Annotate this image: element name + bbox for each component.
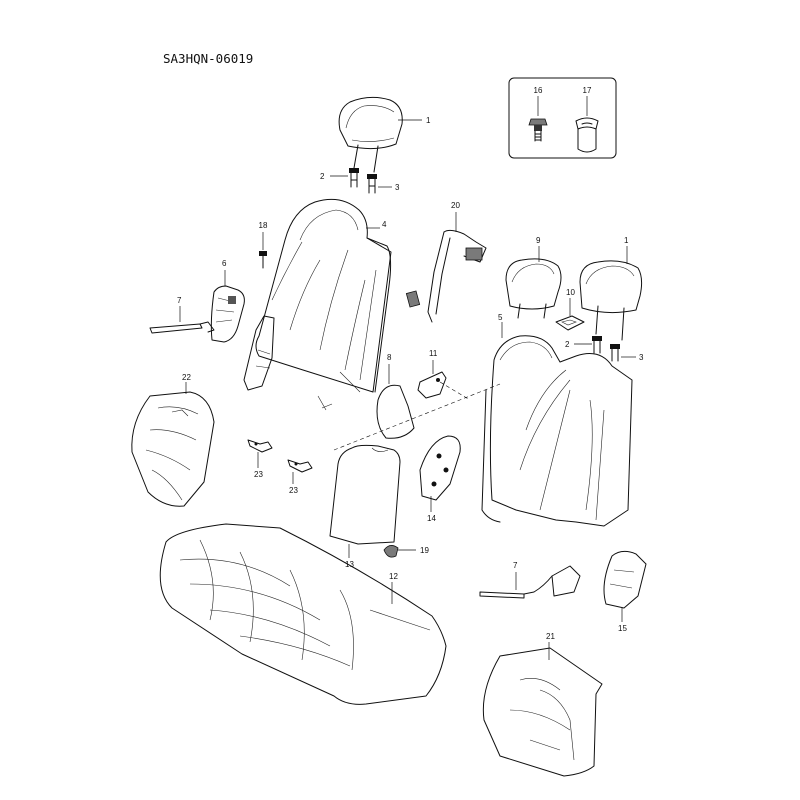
callout-7-right: 7	[513, 561, 518, 570]
release-strap-part-7-left	[149, 321, 215, 334]
side-bracket-part-6	[210, 285, 245, 343]
callout-14: 14	[427, 514, 436, 523]
callout-9: 9	[536, 236, 541, 245]
headrest-guide-part-3-upper	[367, 174, 377, 194]
seatback-panel-part-13	[329, 444, 401, 545]
callout-1-right: 1	[624, 236, 629, 245]
side-cover-part-15	[603, 550, 647, 609]
bolt-part-16	[528, 118, 548, 142]
hook-part-23-b	[287, 459, 313, 473]
hook-part-23-a	[247, 439, 273, 453]
seat-belt-part-20	[405, 229, 487, 323]
side-panel-part-8	[376, 384, 415, 439]
callout-23-a: 23	[254, 470, 263, 479]
seat-cushion-part-12	[159, 523, 447, 705]
back-cover-part-22	[131, 391, 215, 507]
callout-22: 22	[182, 373, 191, 382]
headrest-center-part-9	[505, 258, 562, 319]
callout-2-upper: 2	[320, 172, 325, 181]
callout-18: 18	[259, 221, 268, 230]
headrest-guide-part-2-right	[592, 336, 602, 354]
seatback-right-part-5	[481, 335, 633, 527]
callout-2-right: 2	[565, 340, 570, 349]
hinge-bracket-part-14	[419, 435, 461, 501]
callout-3-upper: 3	[395, 183, 400, 192]
headrest-guide-part-2-upper	[349, 168, 359, 188]
callout-12: 12	[389, 572, 398, 581]
back-panel-part-21	[482, 647, 603, 777]
fastener-inset-box: 16 17	[508, 77, 617, 159]
headrest-upper-part-1	[338, 96, 403, 173]
callout-23-b: 23	[289, 486, 298, 495]
clip-part-17	[575, 117, 599, 153]
callout-13: 13	[345, 560, 354, 569]
callout-17: 17	[583, 86, 592, 95]
seatback-left-part-4	[255, 198, 392, 411]
release-strap-part-7-right	[479, 565, 581, 599]
diagram-code: SA3HQN-06019	[163, 51, 253, 66]
callout-20: 20	[451, 201, 460, 210]
callout-8: 8	[387, 353, 392, 362]
callout-7-left: 7	[177, 296, 182, 305]
callout-6: 6	[222, 259, 227, 268]
callout-5: 5	[498, 313, 503, 322]
headrest-right-part-1	[579, 260, 643, 341]
callout-11: 11	[429, 349, 438, 358]
callout-16: 16	[534, 86, 543, 95]
cover-part-11	[417, 371, 447, 399]
clip-part-19	[383, 545, 399, 558]
callout-3-right: 3	[639, 353, 644, 362]
screw-part-18	[259, 251, 267, 269]
callout-21: 21	[546, 632, 555, 641]
callout-15: 15	[618, 624, 627, 633]
bezel-part-10	[555, 315, 585, 331]
seatback-hinge-frame	[243, 315, 275, 391]
headrest-guide-part-3-right	[610, 344, 620, 362]
callout-4: 4	[382, 220, 387, 229]
callout-1-upper: 1	[426, 116, 431, 125]
callout-19: 19	[420, 546, 429, 555]
callout-10: 10	[566, 288, 575, 297]
